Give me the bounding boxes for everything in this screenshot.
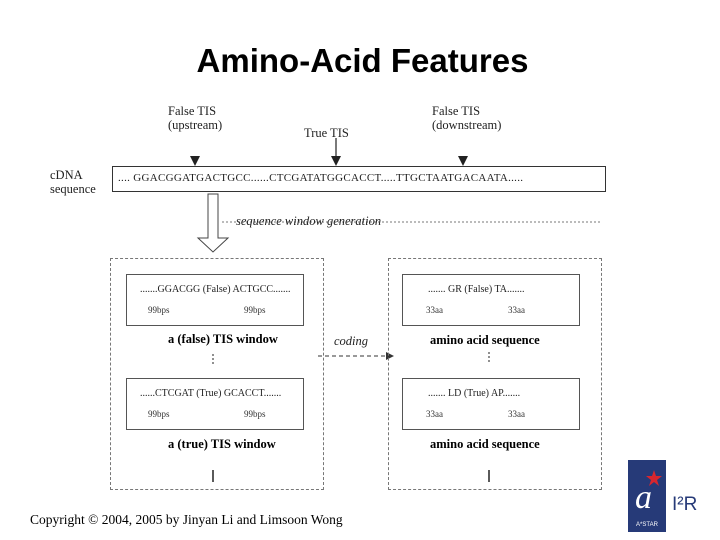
astar-logo: a A*STAR [628,460,666,532]
amino-acid-panel [388,258,602,490]
tis-window-panel [110,258,324,490]
cdna-sequence-box [112,166,606,192]
false-tis-upstream-marker [190,156,200,166]
window-generation-arrow [196,193,230,253]
true-aa-caption: amino acid sequence [430,437,540,451]
true-tis-window-text: ......CTCGAT (True) GCACCT....... [140,388,282,399]
false-bp-left: 99bps [148,305,170,315]
copyright-footer: Copyright © 2004, 2005 by Jinyan Li and … [30,512,343,527]
coding-label: coding [334,334,369,348]
false-aa-right: 33aa [508,305,525,315]
false-tis-window-text: .......GGACGG (False) ACTGCC....... [140,284,291,295]
window-generation-label: sequence window generation [236,214,382,228]
true-aa-right: 33aa [508,409,525,419]
false-tis-window-box [126,274,304,326]
true-tis-marker [331,156,341,166]
false-aa-window-box [402,274,580,326]
true-aa-left: 33aa [426,409,443,419]
svg-text:a: a [635,479,652,516]
astar-logo-icon: a A*STAR [635,470,662,528]
slide-title: Amino-Acid Features [196,42,529,79]
svg-text:A*STAR: A*STAR [636,522,659,528]
true-aa-window-box [402,378,580,430]
false-tis-window-caption: a (false) TIS window [168,332,278,346]
true-tis-window-caption: a (true) TIS window [168,437,276,451]
false-aa-caption: amino acid sequence [430,333,540,347]
false-bp-right: 99bps [244,305,266,315]
true-aa-window-text: ....... LD (True) AP....... [428,388,521,399]
cdna-sequence-text: .... GGACGGATGACTGCC......CTCGATATGGCACC… [118,172,524,184]
false-tis-downstream-label: False TIS(downstream) [432,104,502,132]
true-tis-label: True TIS [304,126,349,140]
true-bp-right: 99bps [244,409,266,419]
i2r-logo-text: I²R [672,494,698,515]
true-tis-window-box [126,378,304,430]
false-aa-left: 33aa [426,305,443,315]
false-aa-window-text: ....... GR (False) TA....... [428,284,525,295]
true-bp-left: 99bps [148,409,170,419]
false-tis-upstream-label: False TIS(upstream) [168,104,223,132]
false-tis-downstream-marker [458,156,468,166]
